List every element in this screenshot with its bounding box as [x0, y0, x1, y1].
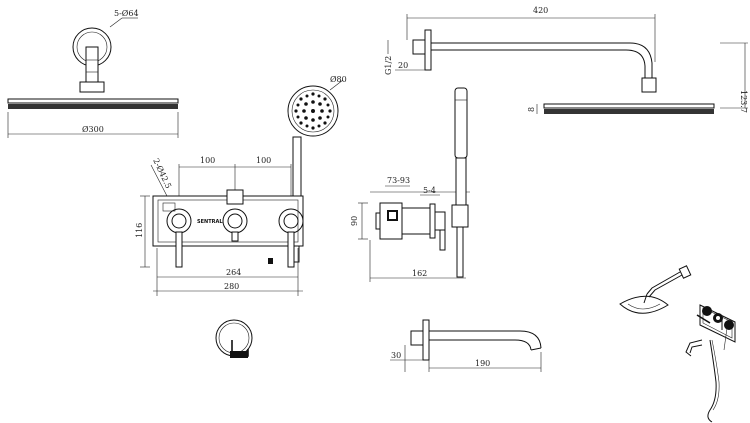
dim-side-height: 90 [350, 216, 359, 226]
hand-shower-nozzles [294, 92, 332, 130]
dim-side-depth-range: 73-93 [387, 176, 410, 185]
dim-arm-wall-depth: 20 [398, 61, 408, 70]
spout-side-view: 30 190 [390, 319, 542, 372]
dim-valve-spacing-right: 100 [256, 156, 271, 165]
dim-plate-width-inner: 264 [226, 268, 241, 277]
dim-spout-height: 30 [391, 351, 401, 360]
brand-mark: SENTRAL [197, 219, 223, 225]
hand-shower-side [451, 87, 469, 278]
dim-plate-width-outer: 280 [224, 282, 239, 291]
valve-front-view: 100 100 2-Ø42.5 SENTRAL 116 264 280 [135, 156, 304, 296]
dim-head-thickness: 8 [527, 107, 536, 112]
dim-arm-length: 420 [533, 6, 548, 15]
dim-side-total: 162 [412, 269, 427, 278]
dim-arm-drop: 123.7 [739, 90, 748, 113]
valve-side-view: 73-93 5-4 90 162 [350, 176, 470, 282]
dim-shower-head-dia: Ø300 [82, 125, 104, 134]
dim-shower-head-holes: 5-Ø64 [114, 9, 139, 18]
shower-head-top-view: 5-Ø64 Ø300 [7, 9, 179, 138]
dim-handle-dia: 2-Ø42.5 [151, 157, 173, 190]
isometric-assembly [619, 265, 736, 423]
dim-valve-spacing-left: 100 [200, 156, 215, 165]
shower-arm-side-view: 420 G1/2 20 123.7 8 [384, 6, 748, 114]
dim-thread: G1/2 [384, 56, 393, 75]
dim-plate-height: 116 [135, 223, 144, 238]
dim-spout-length: 190 [475, 359, 490, 368]
dim-hand-shower-dia: Ø80 [330, 75, 347, 84]
dim-side-offset: 5-4 [423, 186, 436, 195]
spout-front-view [215, 319, 253, 358]
